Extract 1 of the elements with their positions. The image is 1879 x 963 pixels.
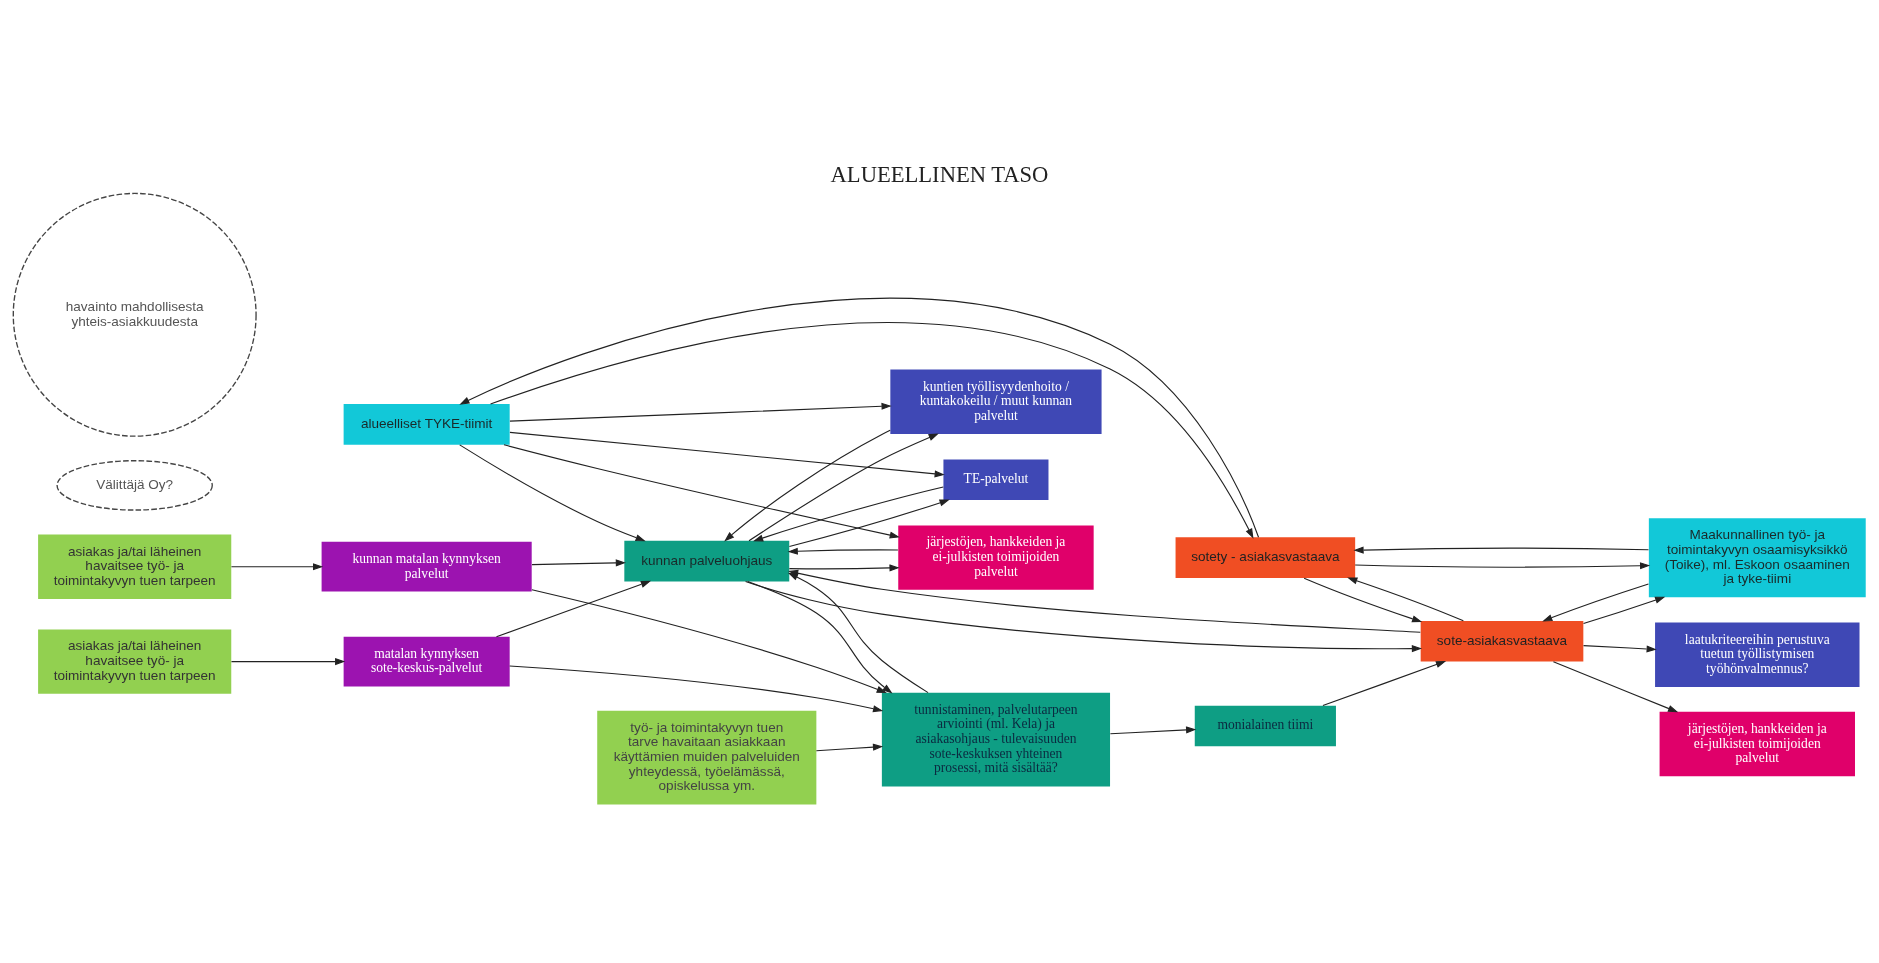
diagram-title: ALUEELLINEN TASO <box>830 161 1049 187</box>
